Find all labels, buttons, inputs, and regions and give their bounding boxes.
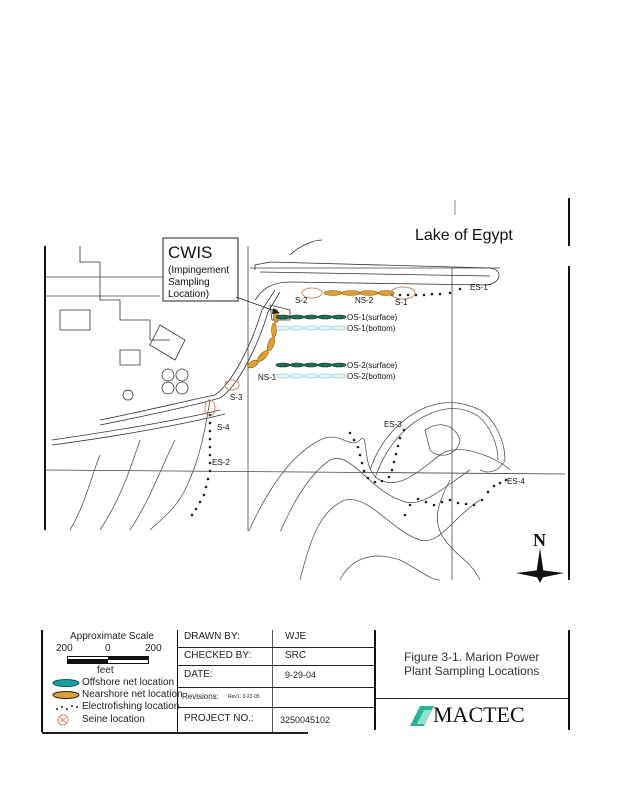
north-arrow-icon: N xyxy=(516,530,564,583)
cwis-pointer-line xyxy=(235,296,279,313)
drawn-by-value: WJE xyxy=(285,631,307,642)
os-2-bottom-net xyxy=(275,373,347,379)
cwis-callout-box xyxy=(162,237,239,302)
svg-text:N: N xyxy=(533,530,546,550)
legend-item-seine: Seine location xyxy=(82,714,145,725)
date-label: DATE: xyxy=(184,669,213,680)
scale-bar xyxy=(67,656,149,664)
cwis-subtitle-line: Sampling xyxy=(168,277,210,288)
cwis-subtitle-line: (Impingement xyxy=(168,265,229,276)
legend-item-nearshore: Nearshore net location xyxy=(82,689,183,700)
lake-label: Lake of Egypt xyxy=(415,227,513,244)
company-logo-text: MACTEC xyxy=(433,702,525,727)
scale-unit: feet xyxy=(97,665,114,676)
seine-s2 xyxy=(301,287,323,299)
project-no-value: 3250045102 xyxy=(280,715,331,725)
figure-title-line1: Figure 3-1. Marion Power xyxy=(404,650,540,664)
os-1-bottom-label: OS-1(bottom) xyxy=(347,324,396,333)
es-4-dots xyxy=(403,478,508,517)
es-4-label: ES-4 xyxy=(507,477,525,486)
es-2-dots xyxy=(190,413,212,517)
seine-locations xyxy=(204,286,416,417)
scale-mid: 0 xyxy=(105,643,111,654)
cwis-subtitle-line: Location) xyxy=(168,289,209,300)
date-value: 9-29-04 xyxy=(285,670,317,680)
s-1-label: S-1 xyxy=(395,298,408,307)
scale-title: Approximate Scale xyxy=(70,631,154,642)
es-3-dots xyxy=(348,428,406,484)
checked-by-label: CHECKED BY: xyxy=(184,650,252,661)
os-2-surface-label: OS-2(surface) xyxy=(347,361,398,370)
project-no-label: PROJECT NO.: xyxy=(184,713,254,724)
scale-right: 200 xyxy=(145,643,162,654)
es-2-label: ES-2 xyxy=(212,458,230,467)
legend-item-offshore: Offshore net location xyxy=(82,677,175,688)
os-1-surface-label: OS-1(surface) xyxy=(347,313,398,322)
os-2-bottom-label: OS-2(bottom) xyxy=(347,372,396,381)
revisions-value: Rev1: 3-22-05 xyxy=(228,694,260,700)
figure-title-line2: Plant Sampling Locations xyxy=(404,664,540,678)
s-4-label: S-4 xyxy=(217,423,230,432)
offshore-nets xyxy=(275,314,347,379)
legend-item-electrofishing: Electrofishing location xyxy=(82,701,180,712)
es-3-label: ES-3 xyxy=(384,420,402,429)
ns-2-net xyxy=(323,290,395,296)
scale-left: 200 xyxy=(56,643,73,654)
os-1-surface-net xyxy=(275,314,347,320)
electrofishing-locations xyxy=(190,287,508,517)
revisions-label: Revisions: xyxy=(182,692,219,701)
plant-structures xyxy=(51,239,500,446)
cwis-title: CWIS xyxy=(168,243,212,262)
es-1-dots xyxy=(390,287,462,297)
cwis-arrow-icon xyxy=(272,308,280,314)
ns-1-label: NS-1 xyxy=(258,373,277,382)
es-1-label: ES-1 xyxy=(470,283,488,292)
os-1-bottom-net xyxy=(275,325,347,331)
checked-by-value: SRC xyxy=(285,650,307,661)
contour-lines xyxy=(69,399,511,581)
s-2-label: S-2 xyxy=(295,296,308,305)
s-3-label: S-3 xyxy=(230,393,243,402)
drawn-by-label: DRAWN BY: xyxy=(184,631,240,642)
ns-2-label: NS-2 xyxy=(355,296,374,305)
seine-s4 xyxy=(204,399,216,417)
os-2-surface-net xyxy=(275,362,347,368)
seine-s3 xyxy=(224,379,240,391)
